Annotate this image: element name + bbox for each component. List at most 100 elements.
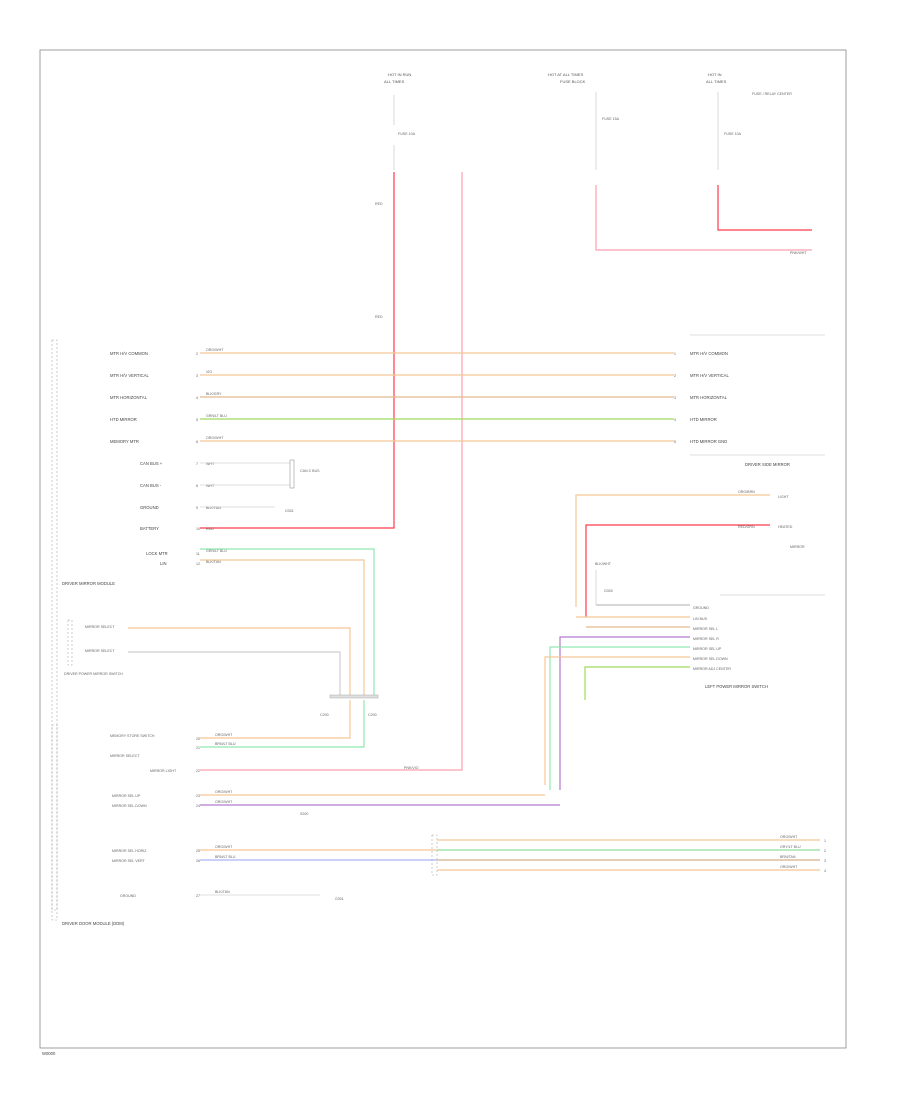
left-switch: MIRROR SELECT MIRROR SELECT DRIVER POWER… [64,619,351,695]
svg-text:HTD MIRROR GND: HTD MIRROR GND [690,439,727,444]
svg-text:MTR H/V VERTICAL: MTR H/V VERTICAL [690,373,729,378]
svg-text:WHT: WHT [206,484,215,488]
svg-text:6: 6 [196,440,198,444]
top-feed-2: HOT AT ALL TIMES FUSE BLOCK FUSE 15A [548,72,620,170]
svg-text:MTR H/V COMMON: MTR H/V COMMON [690,351,728,356]
bottom-module-bracket [51,724,58,921]
svg-text:7: 7 [196,462,198,466]
svg-text:BRN/LT BLU: BRN/LT BLU [215,855,236,859]
svg-text:VIO: VIO [206,370,212,374]
svg-text:GROUND: GROUND [693,606,709,610]
svg-text:1: 1 [824,839,826,843]
fuse-3-label: FUSE 10A [724,132,742,136]
svg-text:MIRROR LIGHT: MIRROR LIGHT [150,769,177,773]
svg-text:22: 22 [196,769,200,773]
svg-text:ORG/WHT: ORG/WHT [780,865,798,869]
svg-text:C200: C200 [320,713,329,717]
connector-label: C200 [368,713,377,717]
svg-text:BRN/TAN: BRN/TAN [780,855,796,859]
svg-text:1: 1 [674,352,676,356]
svg-text:5: 5 [196,418,198,422]
svg-text:5: 5 [674,440,676,444]
right-end-wires [437,839,820,871]
svg-text:MEMORY STORE SWITCH: MEMORY STORE SWITCH [110,734,155,738]
svg-text:ORG/WHT: ORG/WHT [206,348,224,352]
pink-top-wire [595,185,812,251]
svg-text:3: 3 [824,859,826,863]
svg-text:GRY/LT BLU: GRY/LT BLU [780,845,801,849]
svg-text:RED/GRN: RED/GRN [738,525,755,529]
svg-text:MIRROR SEL UP: MIRROR SEL UP [112,794,141,798]
svg-text:ORG/WHT: ORG/WHT [215,800,233,804]
lock-wire [200,548,375,695]
svg-text:MIRROR SELECT: MIRROR SELECT [85,649,115,653]
svg-text:3: 3 [196,374,198,378]
svg-text:MIRROR SEL R: MIRROR SEL R [693,637,719,641]
svg-text:4: 4 [674,418,676,422]
svg-text:8: 8 [196,484,198,488]
hot-run-1-sub: ALL TIMES [384,79,405,84]
svg-text:21: 21 [196,746,200,750]
svg-text:3: 3 [674,396,676,400]
svg-text:PNK/WHT: PNK/WHT [790,251,807,255]
right-ground-note: G300 [604,589,613,593]
svg-text:20: 20 [196,737,200,741]
svg-text:RED: RED [206,527,214,531]
svg-text:LIN BUS: LIN BUS [693,617,708,621]
svg-text:ORG/WHT: ORG/WHT [206,436,224,440]
pin-label: GROUND [140,505,159,510]
hot-run-2-label: HOT AT ALL TIMES [548,72,583,77]
svg-text:BLK/TAN: BLK/TAN [215,890,230,894]
left-module-title: DRIVER MIRROR MODULE [62,581,115,586]
svg-text:MIRROR SEL VERT: MIRROR SEL VERT [112,859,146,863]
svg-text:BLK/WHT: BLK/WHT [595,562,612,566]
svg-text:GROUND: GROUND [120,894,136,898]
svg-text:2: 2 [824,849,826,853]
svg-text:ORG/WHT: ORG/WHT [215,790,233,794]
svg-text:2: 2 [196,352,198,356]
svg-text:GRN/LT BLU: GRN/LT BLU [206,414,227,418]
svg-text:HEATED: HEATED [778,525,793,529]
svg-text:ORG/WHT: ORG/WHT [780,835,798,839]
red-power-wire [200,172,395,529]
svg-text:MIRROR ADJ CENTER: MIRROR ADJ CENTER [693,667,731,671]
svg-text:26: 26 [196,859,200,863]
bottom-ground: G301 [335,897,344,901]
right-switch-title: LEFT POWER MIRROR SWITCH [705,684,768,689]
top-feed-1: HOT IN RUN ALL TIMES FUSE 10A [384,72,416,170]
svg-text:ORG/BRN: ORG/BRN [738,490,755,494]
pin-label: HTD MIRROR [110,417,137,422]
pin-label: CAN BUS - [140,483,162,488]
hot-run-3-label: HOT IN [708,72,722,77]
pin-label: MTR H/V VERTICAL [110,373,149,378]
svg-text:10: 10 [196,527,200,531]
pin-label: LOCK MTR [146,551,168,556]
left-module-bracket [51,339,58,911]
svg-text:MTR HORIZONTAL: MTR HORIZONTAL [690,395,728,400]
bottom-module-pins: MEMORY STORE SWITCH 20 ORG/WHT MIRROR SE… [110,733,419,898]
left-module-pins: MTR H/V COMMON 2 ORG/WHT MTR H/V VERTICA… [110,348,227,566]
fuse-2-label: FUSE 15A [602,117,620,121]
svg-text:24: 24 [196,804,200,808]
svg-text:23: 23 [196,794,200,798]
svg-text:RED: RED [375,202,383,206]
hot-run-2-sub: FUSE BLOCK [560,79,586,84]
right-end-labels: ORG/WHT GRY/LT BLU BRN/TAN ORG/WHT 1 2 3… [780,835,826,873]
diagram-frame [39,49,847,1049]
svg-text:DRIVER POWER MIRROR SWITCH: DRIVER POWER MIRROR SWITCH [64,672,123,676]
svg-text:4: 4 [196,396,198,400]
svg-text:BLK/GRY: BLK/GRY [206,392,222,396]
footer-code: W0000 [42,1051,56,1056]
svg-text:11: 11 [196,552,200,556]
svg-text:MIRROR: MIRROR [790,545,805,549]
svg-text:2: 2 [674,374,676,378]
fuse-1-label: FUSE 10A [398,132,416,136]
svg-text:PNK/VIO: PNK/VIO [404,766,419,770]
fuse-note: FUSE / RELAY CENTER [752,92,792,96]
right-switch-wires [544,616,690,790]
svg-text:25: 25 [196,849,200,853]
svg-text:MIRROR SELECT: MIRROR SELECT [110,754,140,758]
svg-text:LIGHT: LIGHT [778,495,789,499]
right-mirror-title: DRIVER SIDE MIRROR [745,462,790,467]
